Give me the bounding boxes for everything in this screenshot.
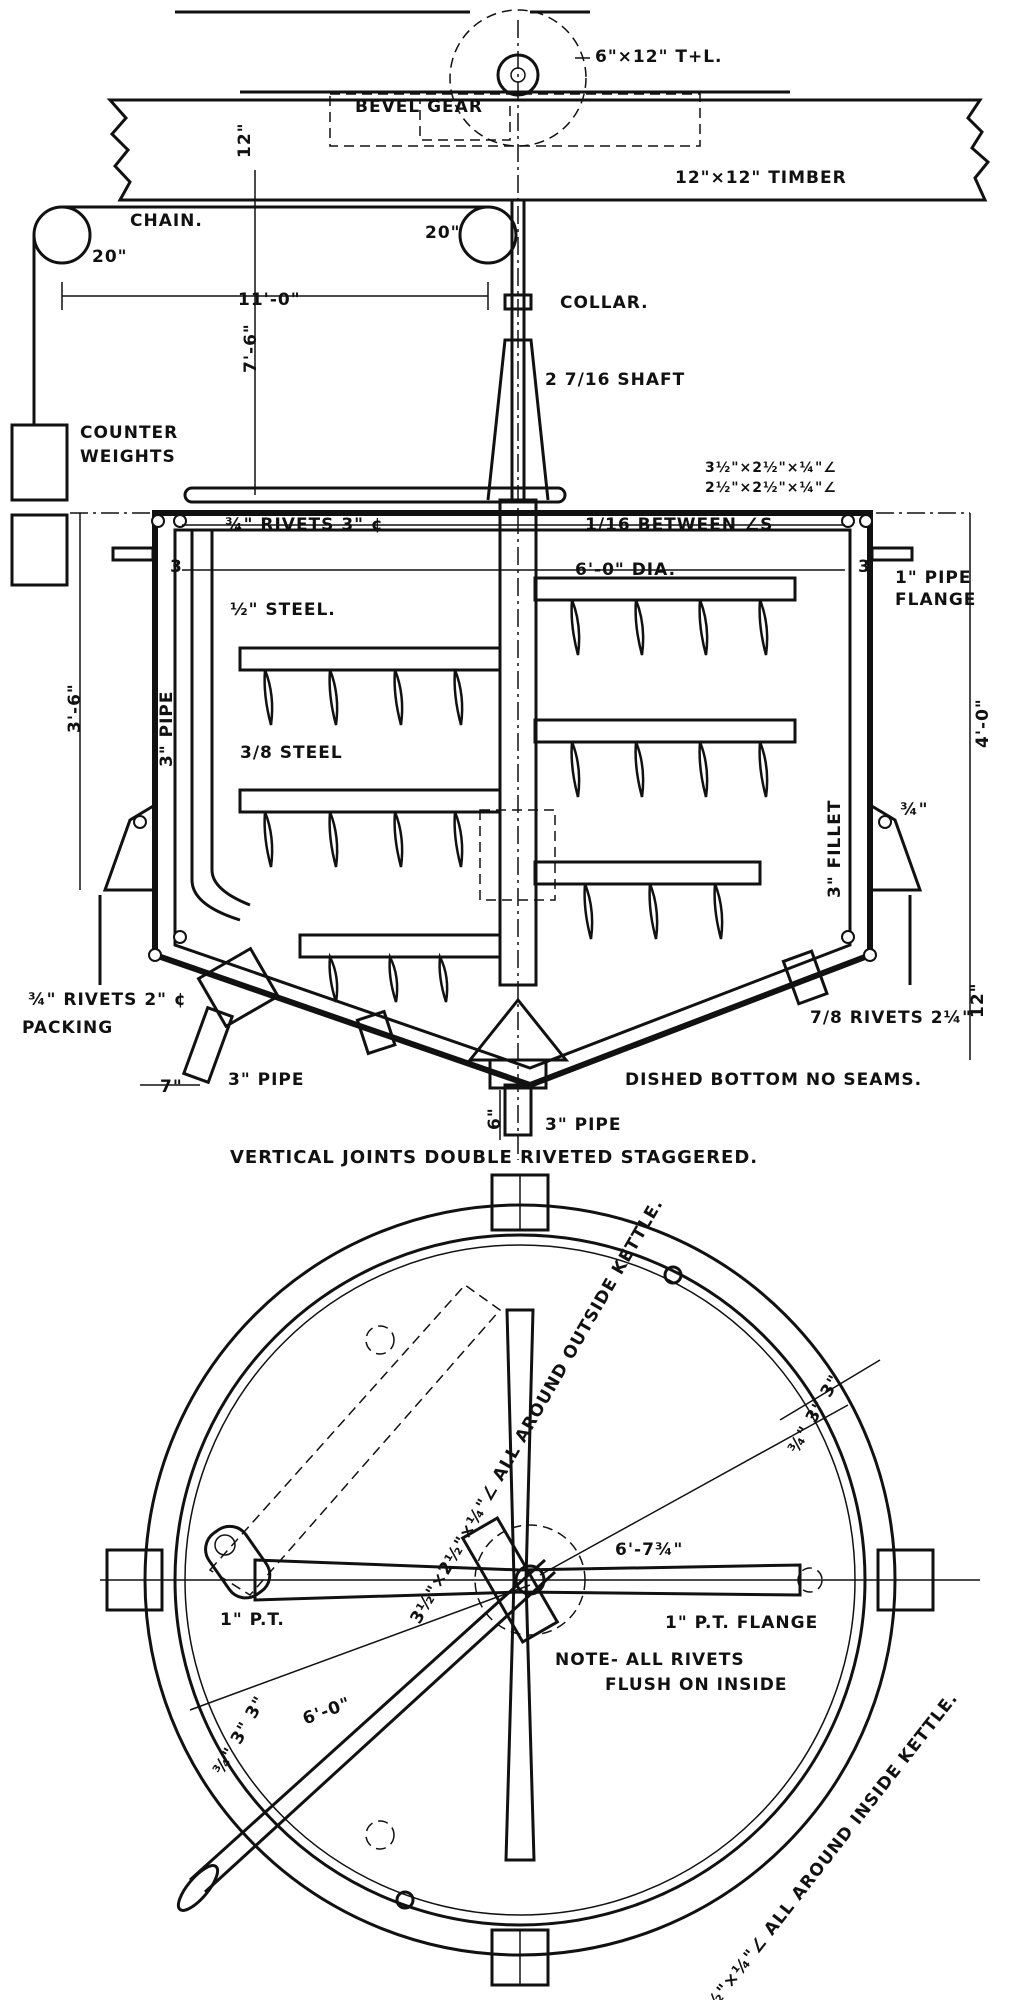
kettle-elevation [70,498,971,1140]
counter-weight-upper [10,423,69,502]
label-diameter: 6'-0" DIA. [575,560,676,580]
label-span: 11'-0" [238,290,301,310]
label-inset-right: 3 [858,557,871,577]
label-pipe-vertical: 3" PIPE [157,691,177,767]
counter-weight-lower [10,513,69,587]
label-bevel-gear: BEVEL GEAR [355,97,483,117]
label-counter-1: COUNTER [80,423,178,443]
label-drop: 7'-6" [241,323,261,373]
label-plan-diameter: 6'-0" [300,1694,354,1730]
label-steel-3-8: 3/8 STEEL [240,743,343,763]
right-sheave [458,205,518,265]
drive-assembly [10,9,991,1160]
label-timber-dim: 12" [235,122,255,158]
paddle-vertical [504,1308,536,1862]
label-height-right: 4'-0" [973,698,993,748]
timber-beam [106,98,991,202]
bottom-outlet-left [196,946,281,1029]
label-inset-left: 3 [170,557,183,577]
label-pt-flange: 1" P.T. FLANGE [665,1613,818,1633]
left-sheave [32,205,92,265]
label-dims-bottom: ¾" 3" 3" [209,1693,270,1779]
label-vertical-joints: VERTICAL JOINTS DOUBLE RIVETED STAGGERED… [230,1147,758,1168]
label-steel-half: ½" STEEL. [230,600,336,620]
label-packing: PACKING [22,1018,113,1038]
label-sheave-right: 20" [425,223,461,243]
label-collar: COLLAR. [560,293,649,313]
label-angle-2: 2½"×2½"×¼"∠ [705,480,837,496]
label-bracket-dim: ¾" [900,800,928,820]
kettle-plan [100,1173,980,1987]
label-timber: 12"×12" TIMBER [675,168,847,188]
label-between: 1/16 BETWEEN ∠S [585,515,773,535]
label-pipe-bottom: 3" PIPE [545,1115,621,1135]
label-dim-7: 7" [160,1077,183,1097]
label-rivets-right: 7/8 RIVETS 2¼" [810,1008,972,1028]
label-fillet: 3" FILLET [825,800,845,898]
label-ring-top: 3½"×2½"×¼"∠ ALL AROUND OUTSIDE KETTLE. [407,1195,668,1627]
label-shaft: 2 7/16 SHAFT [545,370,685,390]
label-sheave-left: 20" [92,247,128,267]
label-pt-left: 1" P.T. [220,1610,285,1630]
label-dim-12: 12" [968,982,988,1018]
label-rivets-2: ¾" RIVETS 2" ¢ [28,990,187,1010]
label-dim-6: 6" [485,1107,505,1130]
label-pipe-flange-1: 1" PIPE [895,568,971,588]
label-radius: 6'-7¾" [615,1540,683,1560]
label-note-1: NOTE- ALL RIVETS [555,1650,745,1670]
label-pipe-left: 3" PIPE [228,1070,304,1090]
label-chain: CHAIN. [130,211,203,231]
label-pulley: 6"×12" T+L. [595,47,723,67]
label-ring-bottom: 3½"×2½"×¼"∠ ALL AROUND INSIDE KETTLE. [659,1689,962,2000]
bottom-outlet-center [503,1083,533,1137]
label-rivets-top: ¾" RIVETS 3" ¢ [225,515,384,535]
label-angle-1: 3½"×2½"×¼"∠ [705,460,837,476]
label-height-left: 3'-6" [65,683,85,733]
label-counter-2: WEIGHTS [80,447,176,467]
label-pipe-flange-2: FLANGE [895,590,976,610]
label-note-2: FLUSH ON INSIDE [605,1675,787,1695]
paddle-blades [263,599,769,1003]
label-dished: DISHED BOTTOM NO SEAMS. [625,1070,922,1090]
collar [503,293,533,311]
